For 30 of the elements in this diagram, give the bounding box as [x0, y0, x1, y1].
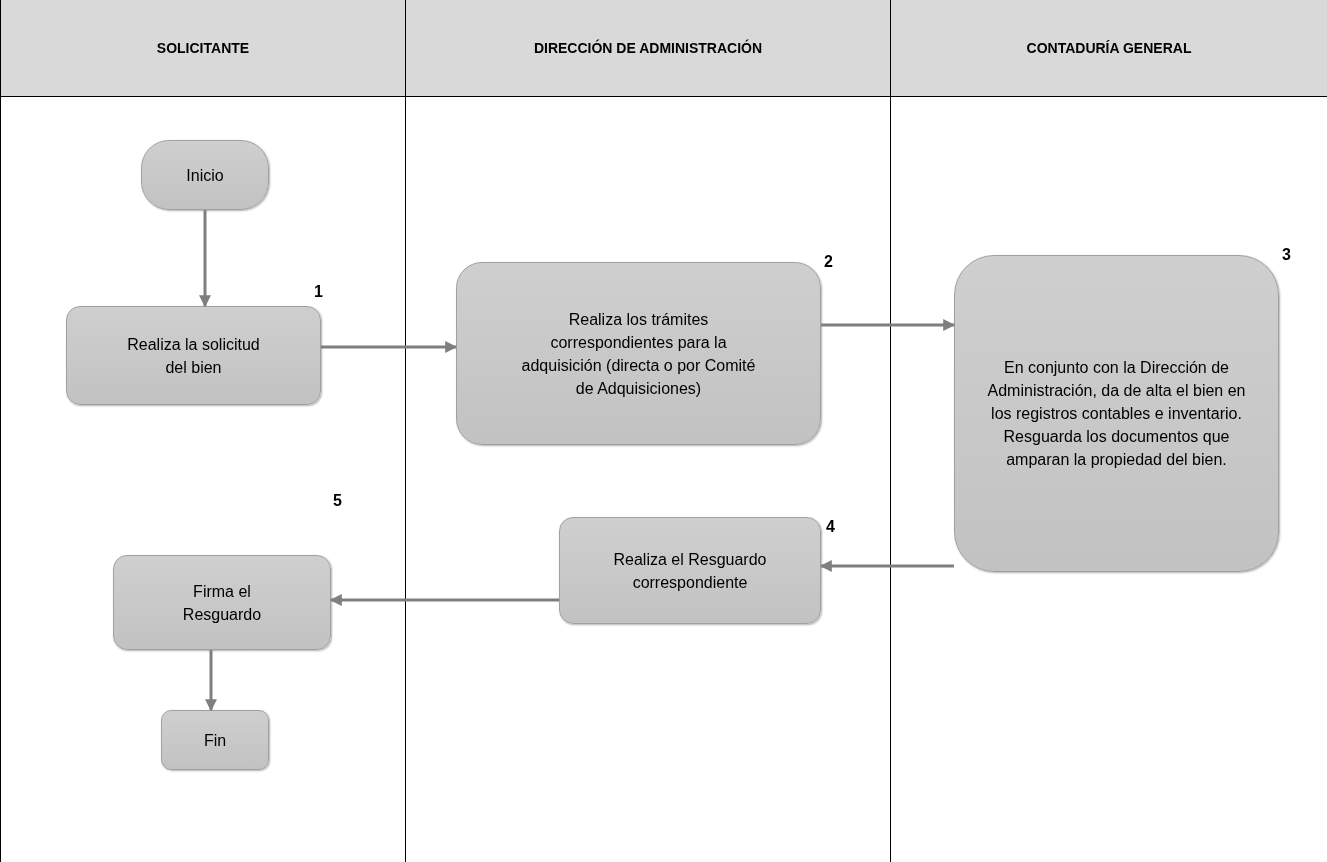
lane-header: SOLICITANTE — [1, 0, 405, 97]
swimlane — [1, 0, 406, 862]
process-box — [113, 555, 331, 650]
step-number: 3 — [1282, 245, 1291, 265]
process-box — [456, 262, 821, 445]
arrow — [821, 319, 956, 331]
arrow — [205, 650, 217, 712]
arrow — [321, 341, 458, 353]
arrow — [329, 594, 559, 606]
lane-header: DIRECCIÓN DE ADMINISTRACIÓN — [406, 0, 890, 97]
swimlane — [406, 0, 891, 862]
box-text: Realiza la solicitud del bien — [126, 334, 261, 378]
process-box — [141, 140, 269, 210]
arrow — [199, 210, 211, 308]
box-text: Firma el Resguardo — [181, 581, 263, 625]
box-text: Fin — [203, 730, 227, 751]
box-text: Realiza el Resguardo correspondiente — [612, 549, 768, 593]
arrow — [819, 560, 954, 572]
step-number: 5 — [333, 491, 342, 511]
step-number: 2 — [824, 252, 833, 272]
box-text: Inicio — [186, 165, 224, 186]
process-box — [66, 306, 321, 405]
process-box — [559, 517, 821, 624]
box-text: Realiza los trámites correspondientes para la adquisición (directa o por Comité de Adquisiciones) — [520, 309, 757, 399]
step-number: 1 — [314, 282, 323, 302]
process-box — [954, 255, 1279, 572]
process-box — [161, 710, 269, 770]
lane-header: CONTADURÍA GENERAL — [891, 0, 1327, 97]
box-text: En conjunto con la Dirección de Administración, da de alta el bien en los registros contables e inventario. Resguarda los documentos que amparan la propiedad del bien. — [987, 358, 1246, 470]
step-number: 4 — [826, 517, 835, 537]
